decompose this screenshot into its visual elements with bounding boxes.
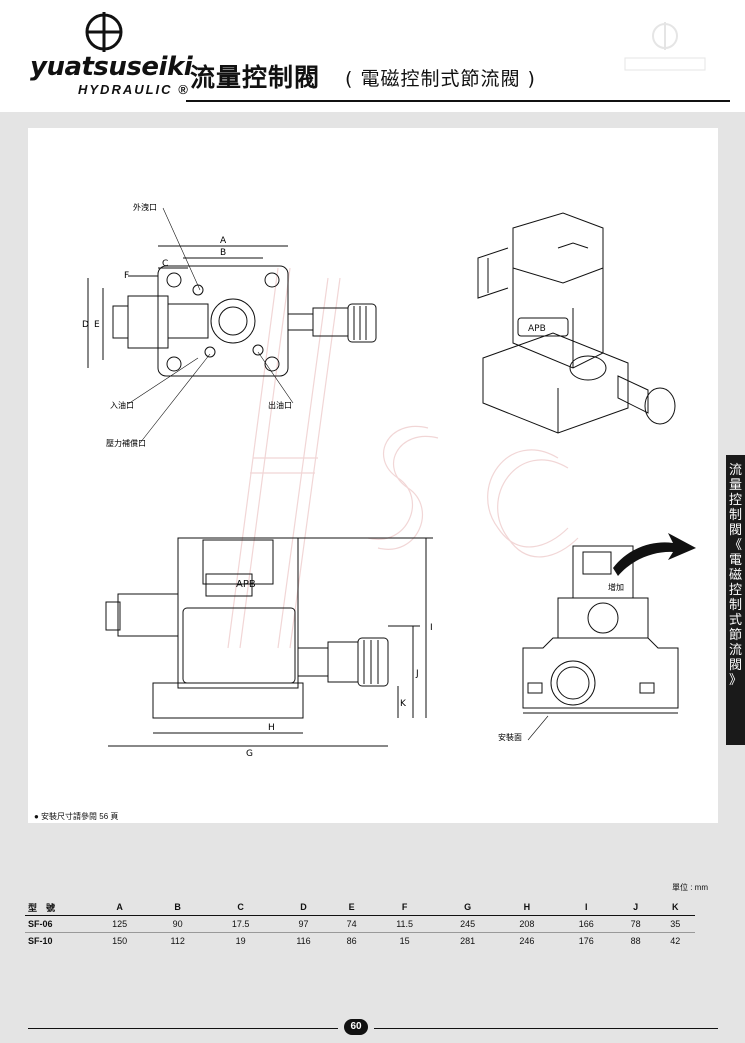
drawing-sheet: 外洩口 入油口 出油口 壓力補償口 A B C F D E APB — [28, 128, 718, 823]
dim-i-label: I — [430, 623, 433, 633]
table-header-cell: J — [615, 899, 656, 916]
table-cell: 125 — [90, 915, 150, 933]
side-tab-char: 閥 — [728, 658, 742, 673]
table-header-cell: K — [655, 899, 695, 916]
dimension-table: 型 號 A B C D E F G H I J K SF-06 125 90 1… — [25, 899, 695, 949]
side-view — [105, 537, 433, 747]
isometric-view — [477, 212, 676, 434]
watermark — [227, 267, 579, 649]
side-tab-char: 量 — [728, 478, 742, 493]
mount-face-label: 安裝面 — [498, 732, 522, 742]
side-tab-char: 磁 — [728, 568, 742, 583]
drain-port-label: 外洩口 — [133, 202, 157, 212]
table-header-cell: F — [371, 899, 438, 916]
table-cell: 86 — [346, 936, 357, 946]
inlet-port-label: 入油口 — [110, 400, 134, 410]
increase-arrow-icon — [613, 533, 696, 576]
footer-rule-left — [28, 1028, 338, 1029]
iso-nameplate-label: APB — [528, 324, 546, 334]
table-cell: 74 — [331, 915, 372, 933]
table-cell: 78 — [615, 915, 656, 933]
table-cell: 246 — [519, 936, 535, 946]
dim-c-label: C — [162, 259, 168, 269]
technical-drawing: 外洩口 入油口 出油口 壓力補償口 A B C F D E APB — [82, 202, 696, 759]
table-header-cell: I — [556, 899, 616, 916]
table-header-row: 型 號 A B C D E F G H I J K — [25, 899, 695, 916]
table-row: SF-06 125 90 17.5 97 74 11.5 245 208 166… — [25, 915, 695, 933]
bleed-through-logo — [624, 22, 706, 71]
top-view — [87, 245, 377, 377]
table-header-cell: D — [275, 899, 332, 916]
table-cell: 208 — [497, 915, 557, 933]
table-cell: 19 — [235, 936, 246, 946]
side-tab-char: 流 — [728, 463, 742, 478]
side-tab-char: 《 — [728, 538, 742, 553]
table-header-cell: 型 號 — [25, 899, 90, 916]
table-cell: 35 — [655, 915, 695, 933]
table-cell: 176 — [578, 936, 594, 946]
side-tab-char: 制 — [728, 508, 742, 523]
table-header-cell: A — [90, 899, 150, 916]
mounting-note: ● 安裝尺寸請參閱 56 頁 — [34, 812, 119, 821]
table-cell: 245 — [437, 915, 498, 933]
dim-k-label: K — [400, 699, 407, 709]
side-tab-char: 式 — [728, 613, 742, 628]
table-header-cell: G — [437, 899, 498, 916]
brand-subtitle: HYDRAULIC ® — [78, 82, 190, 97]
increase-label: 增加 — [608, 582, 624, 592]
table-cell: 281 — [460, 936, 476, 946]
table-cell: 15 — [399, 936, 410, 946]
page-subtitle: ( 電磁控制式節流閥 ) — [345, 68, 536, 90]
table-cell: 97 — [275, 915, 332, 933]
dim-h-label: H — [268, 723, 275, 733]
table-cell: 90 — [149, 915, 206, 933]
dim-d-label: D — [82, 320, 89, 330]
page-title: 流量控制閥 — [190, 63, 321, 92]
side-nameplate-label: APB — [236, 579, 256, 590]
brand-name: yuatsuseiki — [30, 52, 193, 82]
table-cell: 17.5 — [206, 915, 276, 933]
table-header-cell: H — [497, 899, 557, 916]
pressure-comp-port-label: 壓力補償口 — [106, 438, 146, 448]
side-tab-char: 閥 — [728, 523, 742, 538]
outlet-port-label: 出油口 — [268, 400, 292, 410]
page-number: 60 — [344, 1019, 368, 1035]
dim-j-label: J — [415, 669, 419, 679]
unit-label: 單位 : mm — [672, 883, 708, 892]
dim-g-label: G — [246, 749, 253, 759]
table-cell: 166 — [556, 915, 616, 933]
table-cell: 42 — [670, 936, 681, 946]
table-cell: 150 — [112, 936, 128, 946]
table-header-cell: C — [206, 899, 276, 916]
table-cell: 88 — [630, 936, 641, 946]
dim-e-label: E — [94, 320, 100, 330]
side-tab-char: 節 — [728, 628, 742, 643]
table-cell: 112 — [170, 936, 185, 946]
table-header-cell: B — [149, 899, 206, 916]
side-tab-char: 流 — [728, 643, 742, 658]
footer-rule-right — [374, 1028, 718, 1029]
table-cell: SF-06 — [25, 915, 90, 933]
front-view — [522, 545, 679, 714]
section-side-tab: 流 量 控 制 閥 《 電 磁 控 制 式 節 流 閥 》 — [726, 455, 745, 745]
table-cell: 11.5 — [371, 915, 438, 933]
table-row: SF-10 150 112 19 116 86 15 281 246 176 8… — [25, 933, 695, 950]
side-tab-char: 》 — [728, 673, 742, 688]
page-header: yuatsuseiki HYDRAULIC ® 流量控制閥 ( 電磁控制式節流閥… — [0, 0, 745, 112]
table-cell: 116 — [296, 936, 311, 946]
dim-b-label: B — [220, 248, 226, 258]
side-tab-char: 控 — [728, 493, 742, 508]
dim-f-label: F — [124, 271, 129, 281]
mount-face-leader — [527, 715, 549, 741]
header-divider — [186, 100, 730, 102]
brand-logo-icon — [85, 12, 123, 52]
dim-a-label: A — [220, 236, 227, 246]
side-tab-char: 控 — [728, 583, 742, 598]
table-header-cell: E — [331, 899, 372, 916]
table-cell: SF-10 — [28, 936, 53, 946]
top-view-leaders — [127, 207, 294, 444]
side-tab-char: 電 — [728, 553, 742, 568]
side-tab-char: 制 — [728, 598, 742, 613]
